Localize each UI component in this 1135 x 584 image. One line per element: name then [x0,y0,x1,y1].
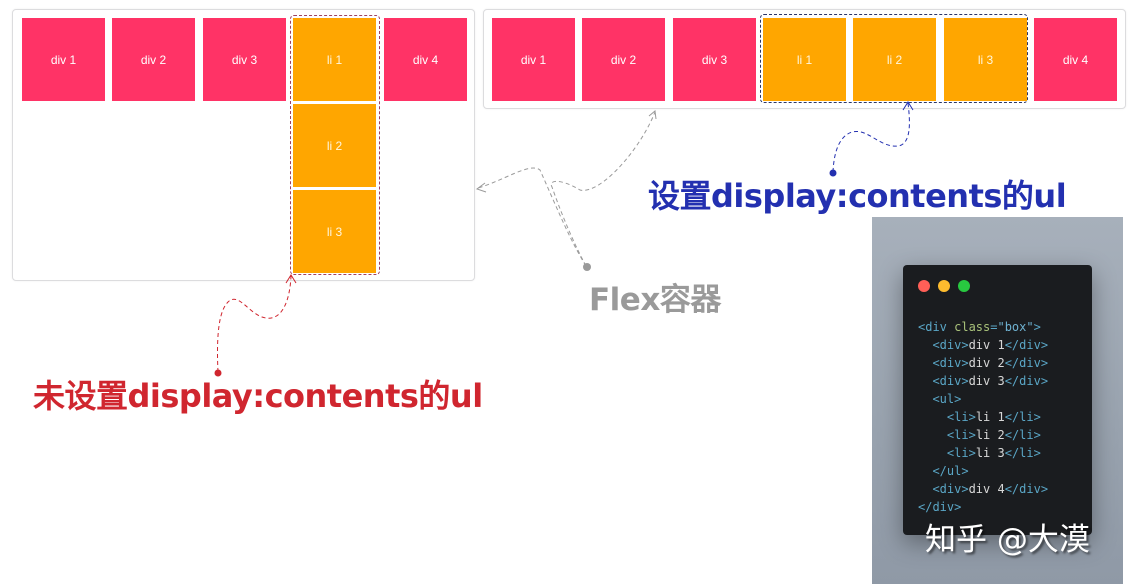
code-line-9: </ul> [932,464,969,478]
code-window: <div class="box"> <div>div 1</div> <div>… [903,265,1092,535]
red-arrow [217,274,297,373]
right-div-1: div 1 [492,18,575,101]
code-line-8: <li>li 3</li> [946,446,1041,460]
code-line-3: <div>div 2</div> [932,356,1049,370]
code-line-6: <li>li 1</li> [946,410,1041,424]
left-li-3: li 3 [293,190,376,273]
code-line-7: <li>li 2</li> [946,428,1041,442]
code-line-2: <div>div 1</div> [932,338,1049,352]
left-div-3: div 3 [203,18,286,101]
left-div-4: div 4 [384,18,467,101]
minimize-dot-icon [938,280,950,292]
right-li-1: li 1 [763,18,846,101]
right-div-2: div 2 [582,18,665,101]
right-flex-container: div 1 div 2 div 3 li 1 li 2 li 3 div 4 [483,9,1126,109]
code-line-10: <div>div 4</div> [932,482,1049,496]
maximize-dot-icon [958,280,970,292]
left-flex-container: div 1 div 2 div 3 li 1 li 2 li 3 div 4 [12,9,475,281]
right-demo-title: 设置display:contents的ul [648,177,1067,215]
gray-arrow-origin-dot [583,263,591,271]
right-div-4: div 4 [1034,18,1117,101]
right-li-3: li 3 [944,18,1027,101]
code-line-11: </div> [918,500,962,514]
code-line-1: <div class="box"> [918,320,1041,334]
code-block: <div class="box"> <div>div 1</div> <div>… [918,318,1048,516]
left-div-1: div 1 [22,18,105,101]
left-li-1: li 1 [293,18,376,101]
code-line-4: <div>div 3</div> [932,374,1049,388]
flex-container-label: Flex容器 [589,282,721,318]
left-li-2: li 2 [293,104,376,187]
right-div-3: div 3 [673,18,756,101]
gray-arrows [475,110,657,267]
right-ul-outline [760,14,1028,103]
code-line-5: <ul> [932,392,962,406]
left-div-2: div 2 [112,18,195,101]
right-li-2: li 2 [853,18,936,101]
close-dot-icon [918,280,930,292]
watermark: 知乎 @大漠 [925,522,1090,558]
left-demo-title: 未设置display:contents的ul [33,377,483,415]
blue-arrow [832,101,914,173]
left-ul-outline [290,15,380,275]
